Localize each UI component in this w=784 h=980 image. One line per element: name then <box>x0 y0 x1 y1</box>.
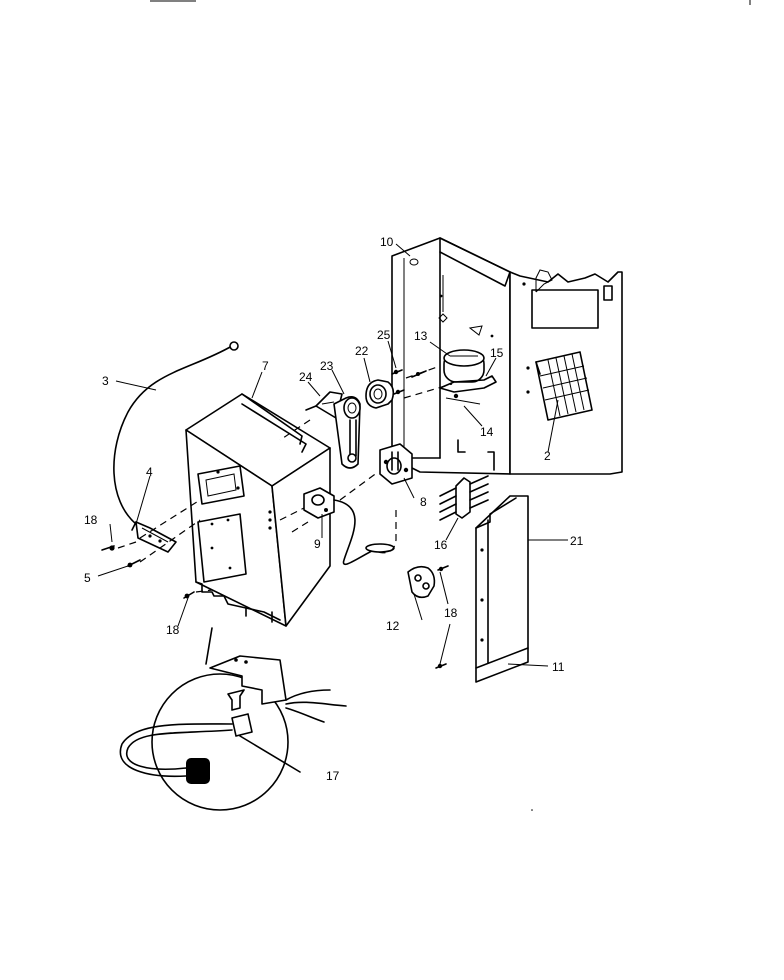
detail-callout-circle <box>119 627 347 811</box>
callout-18-right: 18 <box>444 606 458 620</box>
callout-5: 5 <box>84 571 91 585</box>
part-4-bracket <box>131 521 177 553</box>
leader-lines <box>97 243 568 667</box>
callout-9: 9 <box>314 537 321 551</box>
part-21-base-panel <box>475 495 529 683</box>
part-16-terminal-block <box>439 475 489 521</box>
part-12-knob <box>407 565 436 599</box>
top-edge-marks <box>150 0 751 5</box>
callout-16: 16 <box>434 538 448 552</box>
callout-18-bottom: 18 <box>166 623 180 637</box>
assembly-guide-lines <box>117 365 453 593</box>
callout-10: 10 <box>380 235 394 249</box>
callout-7: 7 <box>262 359 269 373</box>
part-9-relay <box>303 487 395 566</box>
callout-3: 3 <box>102 374 109 388</box>
callout-11: 11 <box>552 660 565 674</box>
screws <box>101 545 449 669</box>
callout-24: 24 <box>299 370 313 384</box>
callout-17: 17 <box>326 769 340 783</box>
part-13-capacitor <box>411 349 497 405</box>
part-8-switch <box>379 443 413 485</box>
part-2-filter-pad <box>535 351 593 421</box>
callout-8: 8 <box>420 495 427 509</box>
part-7-control-box <box>185 393 331 627</box>
stray-mark <box>531 809 533 811</box>
callout-12: 12 <box>386 619 400 633</box>
callout-18-left: 18 <box>84 513 98 527</box>
callout-4: 4 <box>146 465 153 479</box>
callout-15: 15 <box>490 346 504 360</box>
callouts: 10 7 3 24 23 22 25 13 15 14 2 4 18 5 8 9… <box>84 235 584 783</box>
callout-23: 23 <box>320 359 334 373</box>
callout-13: 13 <box>414 329 428 343</box>
callout-2: 2 <box>544 449 551 463</box>
callout-14: 14 <box>480 425 494 439</box>
part-23-24-motor-assembly <box>305 369 405 469</box>
callout-21: 21 <box>570 534 584 548</box>
callout-22: 22 <box>355 344 369 358</box>
callout-25: 25 <box>377 328 391 342</box>
part-3-ground-wire <box>113 341 239 525</box>
